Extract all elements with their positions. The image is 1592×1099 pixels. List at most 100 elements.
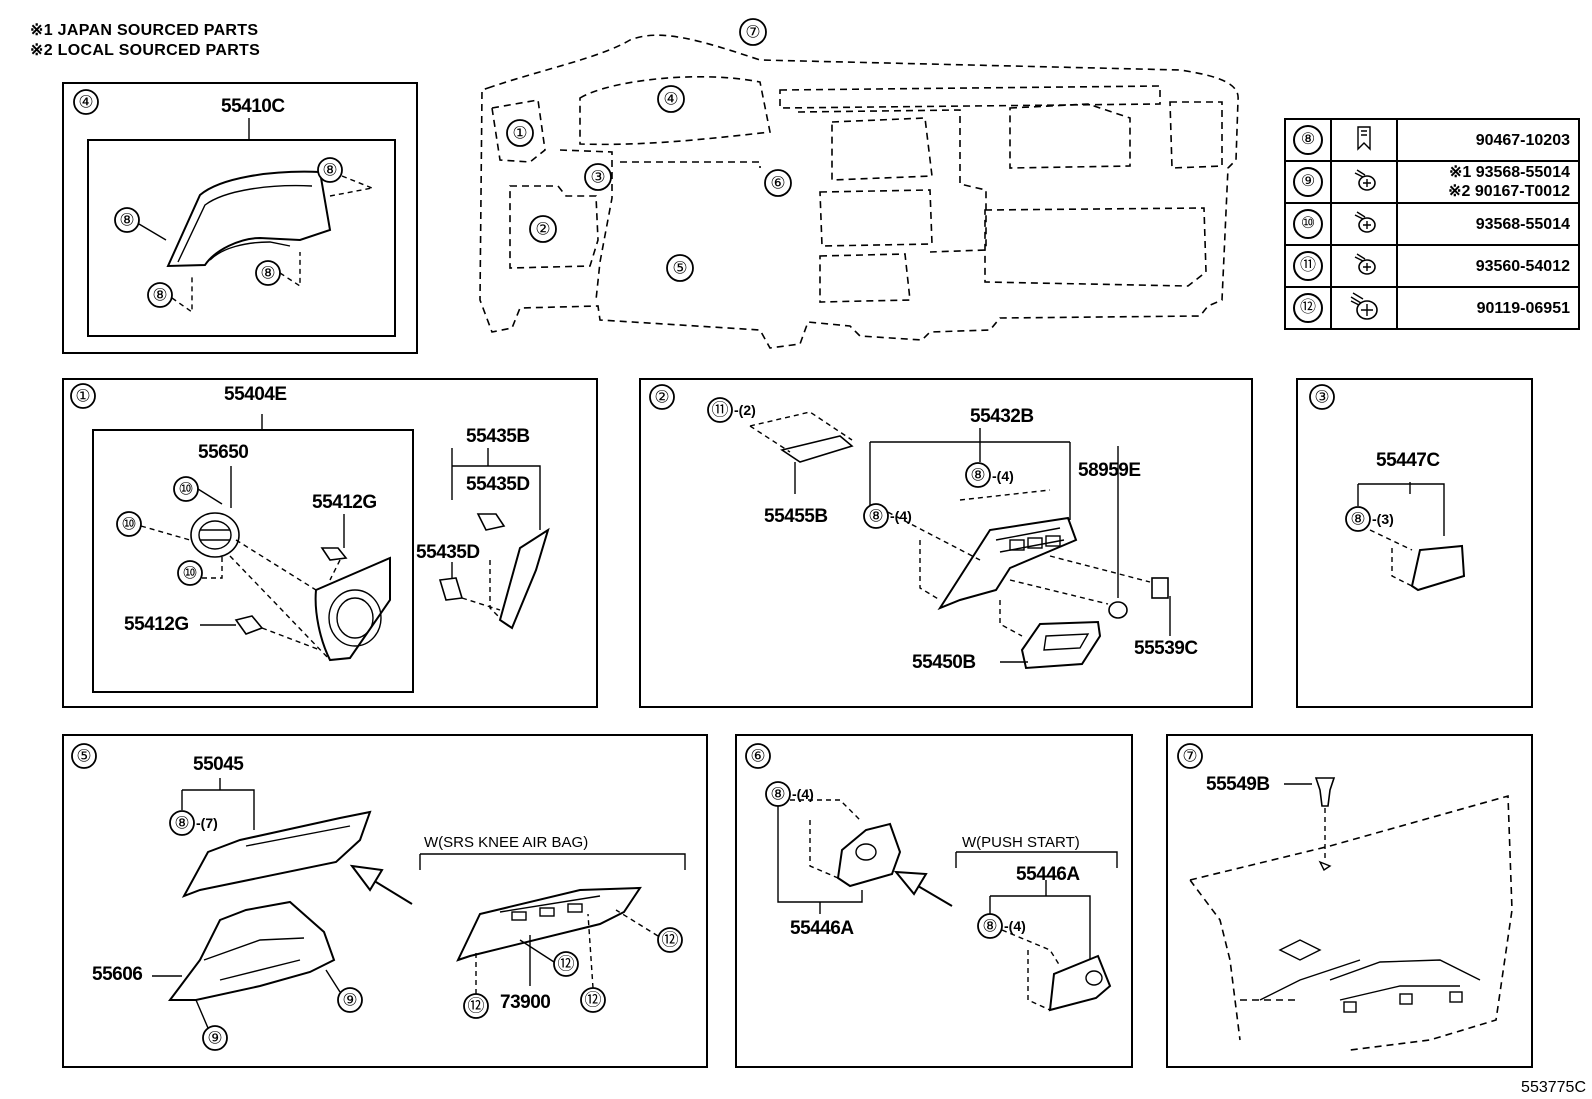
panel-2-assembly-label: 55432B xyxy=(970,406,1034,427)
panel-6-quantity: -(4) xyxy=(792,786,814,802)
fastener-row: ⑧ 90467-10203 xyxy=(1284,118,1580,162)
panel-5-part-label: 73900 xyxy=(500,992,551,1013)
clip-icon xyxy=(1314,777,1336,807)
panel-7-part-label: 55549B xyxy=(1206,774,1270,795)
panel-2-ref: ② xyxy=(654,388,669,407)
switch-panel-shape xyxy=(937,516,1078,611)
fastener-row: ⑨ ※1 93568-55014 ※2 90167-T0012 xyxy=(1284,160,1580,204)
panel-4-callout-8: ⑧ xyxy=(152,286,167,305)
fastener-part-number: 90467-10203 xyxy=(1475,131,1570,149)
panel-6-callout-8: ⑧ xyxy=(982,917,997,936)
overview-callout-4: ④ xyxy=(663,90,678,109)
panel-4 xyxy=(62,82,418,354)
panel-5 xyxy=(62,734,708,1068)
panel-2-quantity: -(4) xyxy=(890,508,912,524)
knee-airbag-shape xyxy=(456,886,642,962)
panel-3-quantity: -(3) xyxy=(1372,511,1394,527)
fastener-part-number: ※1 93568-55014 xyxy=(1448,164,1570,181)
panel-1-part-label: 55435D xyxy=(416,542,480,563)
panel-6-variant-label: W(PUSH START) xyxy=(962,834,1080,851)
fastener-ref: ⑪ xyxy=(1293,251,1323,281)
fastener-ref: ⑨ xyxy=(1293,167,1323,197)
note-local-sourced: ※2 LOCAL SOURCED PARTS xyxy=(30,42,261,59)
overview-callout-3: ③ xyxy=(590,168,605,187)
panel-5-callout-12: ⑫ xyxy=(558,955,575,974)
panel-5-callout-12: ⑫ xyxy=(468,997,485,1016)
panel-6-quantity: -(4) xyxy=(1004,918,1026,934)
panel-2-part-label: 55455B xyxy=(764,506,828,527)
panel-7 xyxy=(1166,734,1533,1068)
panel-1-part-label: 55412G xyxy=(124,614,189,635)
panel-5-ref: ⑤ xyxy=(76,747,91,766)
panel-5-callout-9: ⑨ xyxy=(207,1029,222,1048)
panel-1-part-label: 55435B xyxy=(466,426,530,447)
overview-callouts: ⑦ ④ ① ③ ② ⑤ ⑥ xyxy=(506,18,792,282)
lower-finish-panel-shape xyxy=(181,810,372,898)
fastener-ref: ⑫ xyxy=(1293,293,1323,323)
panel-2-quantity: -(2) xyxy=(734,402,756,418)
panel-5-assembly-label: 55045 xyxy=(193,754,244,775)
fastener-part-number: 93560-54012 xyxy=(1475,257,1570,275)
panel-5-part-label: 55606 xyxy=(92,964,143,985)
fastener-ref: ⑧ xyxy=(1293,125,1323,155)
fastener-part-number: 93568-55014 xyxy=(1475,215,1570,233)
panel-1-part-label: 55412G xyxy=(312,492,377,513)
panel-1-assembly-label: 55404E xyxy=(224,384,287,405)
overview-callout-6: ⑥ xyxy=(770,174,785,193)
panel-2-callout-11: ⑪ xyxy=(712,401,729,420)
install-arrow-icon xyxy=(349,864,413,905)
panel-5-callout-9: ⑨ xyxy=(342,991,357,1010)
panel-3-assembly-label: 55447C xyxy=(1376,450,1440,471)
screw-icon xyxy=(1354,210,1376,233)
panel-2-part-label: 55539C xyxy=(1134,638,1198,659)
panel-2-quantity: -(4) xyxy=(992,468,1014,484)
side-garnish-shape xyxy=(498,527,550,630)
overview-callout-1: ① xyxy=(512,124,527,143)
fastener-table: ⑧ 90467-10203 ⑨ ※1 93568-55014 ※2 90167-T… xyxy=(1284,118,1580,330)
screw-icon xyxy=(1354,168,1376,191)
panel-4-assembly-label: 55410C xyxy=(221,96,285,117)
fastener-part-number: 90119-06951 xyxy=(1476,299,1570,317)
panel-1-callout-10: ⑩ xyxy=(178,480,193,499)
panel-1-callout-10: ⑩ xyxy=(182,564,197,583)
panel-2-part-label: 58959E xyxy=(1078,460,1141,481)
storage-box-shape xyxy=(1020,620,1102,670)
overview-callout-2: ② xyxy=(535,220,550,239)
panel-7-ref: ⑦ xyxy=(1182,747,1197,766)
panel-2-part-label: 55450B xyxy=(912,652,976,673)
panel-2-callout-8: ⑧ xyxy=(868,507,883,526)
install-arrow-icon xyxy=(893,870,953,907)
clip-icon xyxy=(1357,125,1371,151)
panel-4-ref: ④ xyxy=(78,93,93,112)
overview-callout-5: ⑤ xyxy=(672,259,687,278)
panel-4-callout-8: ⑧ xyxy=(322,161,337,180)
knee-panel-shape xyxy=(168,900,336,1001)
panel-1-assembly-frame xyxy=(92,429,414,693)
fastener-row: ⑫ 90119-06951 xyxy=(1284,286,1580,330)
vent-register-shape xyxy=(190,512,240,558)
panel-4-assembly-frame xyxy=(87,139,396,337)
fastener-part-number: ※2 90167-T0012 xyxy=(1448,183,1570,200)
panel-6-part-label: 55446A xyxy=(1016,864,1080,885)
panel-3 xyxy=(1296,378,1533,708)
panel-6-callout-8: ⑧ xyxy=(770,785,785,804)
panel-4-callout-8: ⑧ xyxy=(119,211,134,230)
push-start-bezel-shape xyxy=(1048,954,1112,1012)
dashboard-perspective-outline xyxy=(1189,794,1513,1051)
panel-3-ref: ③ xyxy=(1314,388,1329,407)
panel-3-callout-8: ⑧ xyxy=(1350,510,1365,529)
panel-5-variant-label: W(SRS KNEE AIR BAG) xyxy=(424,834,589,851)
panel-5-quantity: -(7) xyxy=(196,815,218,831)
panel-5-callout-8: ⑧ xyxy=(174,814,189,833)
panel-1-ref: ① xyxy=(75,387,90,406)
fastener-ref: ⑩ xyxy=(1293,209,1323,239)
panel-2-callout-8: ⑧ xyxy=(970,466,985,485)
panel-1-part-label: 55650 xyxy=(198,442,249,463)
overview-callout-7: ⑦ xyxy=(745,23,760,42)
